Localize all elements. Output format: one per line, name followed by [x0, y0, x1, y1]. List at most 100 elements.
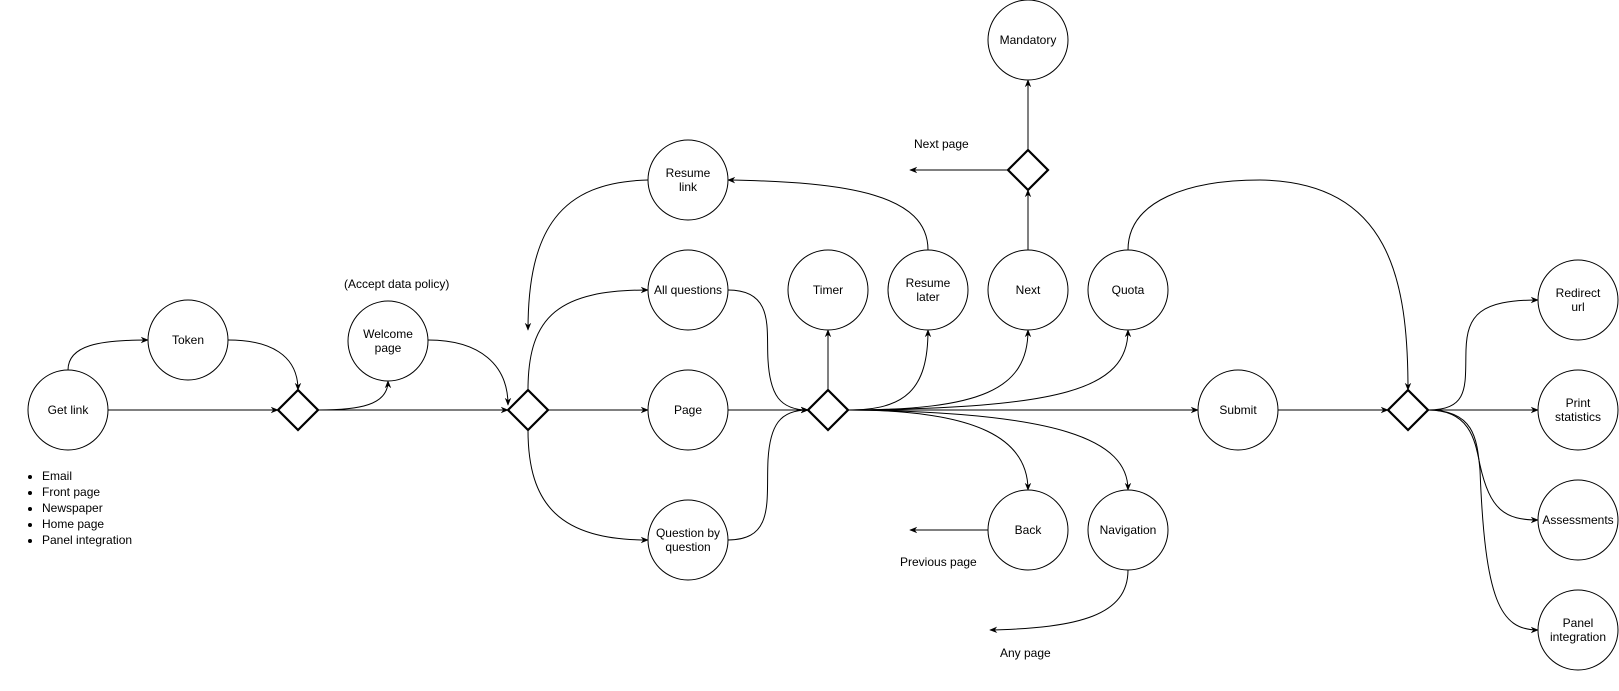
node-label: link [679, 180, 698, 194]
node-circle [987, 0, 1069, 81]
node-circle [987, 489, 1069, 571]
node-submit: Submit [1197, 369, 1279, 451]
node-label: Next [1016, 283, 1041, 297]
node-label: Quota [1112, 283, 1145, 297]
edge-gw-submit-assessments [1427, 409, 1539, 524]
node-label: Page [674, 403, 702, 417]
edge-gw-submit-panel [1427, 409, 1539, 634]
link-source-item: Front page [42, 484, 132, 500]
node-circle [647, 369, 729, 451]
node-label: Navigation [1100, 523, 1157, 537]
node-label: Print [1566, 396, 1591, 410]
accept-data-policy-label: (Accept data policy) [344, 277, 449, 291]
gateway-start [506, 388, 550, 432]
edge-token-gw-access [227, 339, 302, 391]
edge-resume-later-resume-link [727, 176, 929, 251]
node-circle [1537, 589, 1619, 671]
edge-gw-page-next [847, 329, 1032, 411]
edge-qbq-gw-page [727, 406, 809, 541]
node-circle [1537, 479, 1619, 561]
node-label: Back [1015, 523, 1043, 537]
node-all-questions: All questions [647, 249, 729, 331]
node-label: All questions [654, 283, 722, 297]
edge-all-questions-gw-page [727, 289, 809, 414]
node-label: Assessments [1542, 513, 1613, 527]
gateway-access [276, 388, 320, 432]
node-label: statistics [1555, 410, 1601, 424]
any-page-label: Any page [1000, 646, 1051, 660]
node-circle [647, 139, 729, 221]
node-back: Back [987, 489, 1069, 571]
edges [67, 79, 1539, 634]
node-circle [647, 249, 729, 331]
edge-gw-page-resume-later [847, 329, 932, 411]
previous-page-label: Previous page [900, 555, 977, 569]
node-label: integration [1550, 630, 1606, 644]
node-assessments: Assessments [1537, 479, 1619, 561]
node-label: question [665, 540, 710, 554]
node-circle [647, 499, 729, 581]
edge-gw-start-qbq [527, 429, 649, 544]
node-timer: Timer [787, 249, 869, 331]
node-circle [147, 299, 229, 381]
node-label: Resume [906, 276, 951, 290]
gateway-page [806, 388, 850, 432]
node-label: Redirect [1556, 286, 1601, 300]
node-circle [987, 249, 1069, 331]
node-label: Panel [1563, 616, 1594, 630]
node-page: Page [647, 369, 729, 451]
node-mandatory: Mandatory [987, 0, 1069, 81]
node-circle [787, 249, 869, 331]
node-circle [347, 300, 429, 382]
node-label: later [916, 290, 939, 304]
node-label: Token [172, 333, 204, 347]
node-label: Welcome [363, 327, 413, 341]
edge-gw-page-navigation [847, 409, 1132, 491]
edge-welcome-gw-start [427, 339, 512, 406]
edge-gw-access-welcome [317, 380, 392, 411]
edge-resume-link-gw-start [524, 179, 649, 331]
next-page-label: Next page [914, 137, 969, 151]
node-circle [1537, 259, 1619, 341]
node-label: Resume [666, 166, 711, 180]
link-sources-list: Email Front page Newspaper Home page Pan… [28, 468, 132, 548]
node-label: Get link [48, 403, 90, 417]
node-token: Token [147, 299, 229, 381]
node-label: page [375, 341, 402, 355]
node-next: Next [987, 249, 1069, 331]
node-label: Timer [813, 283, 843, 297]
node-circle [1197, 369, 1279, 451]
node-label: Mandatory [1000, 33, 1057, 47]
node-navigation: Navigation [1087, 489, 1169, 571]
node-label: Question by [656, 526, 720, 540]
node-circle [887, 249, 969, 331]
gateway-next [1006, 148, 1050, 192]
node-circle [27, 369, 109, 451]
edge-getlink-token [67, 336, 149, 371]
node-circle [1537, 369, 1619, 451]
node-label: url [1571, 300, 1584, 314]
node-circle [1087, 249, 1169, 331]
edge-gw-start-all-questions [527, 286, 649, 391]
edge-gw-page-quota [847, 329, 1132, 411]
gateway-submit [1386, 388, 1430, 432]
node-label: Submit [1219, 403, 1257, 417]
node-circle [1087, 489, 1169, 571]
edge-quota-gw-submit [1127, 179, 1412, 391]
edge-navigation-any-page [989, 569, 1129, 634]
node-quota: Quota [1087, 249, 1169, 331]
link-source-item: Email [42, 468, 132, 484]
link-source-item: Panel integration [42, 532, 132, 548]
link-source-item: Home page [42, 516, 132, 532]
edge-gw-submit-redirect [1427, 296, 1539, 411]
edge-gw-page-back [847, 409, 1032, 491]
node-get-link: Get link [27, 369, 109, 451]
